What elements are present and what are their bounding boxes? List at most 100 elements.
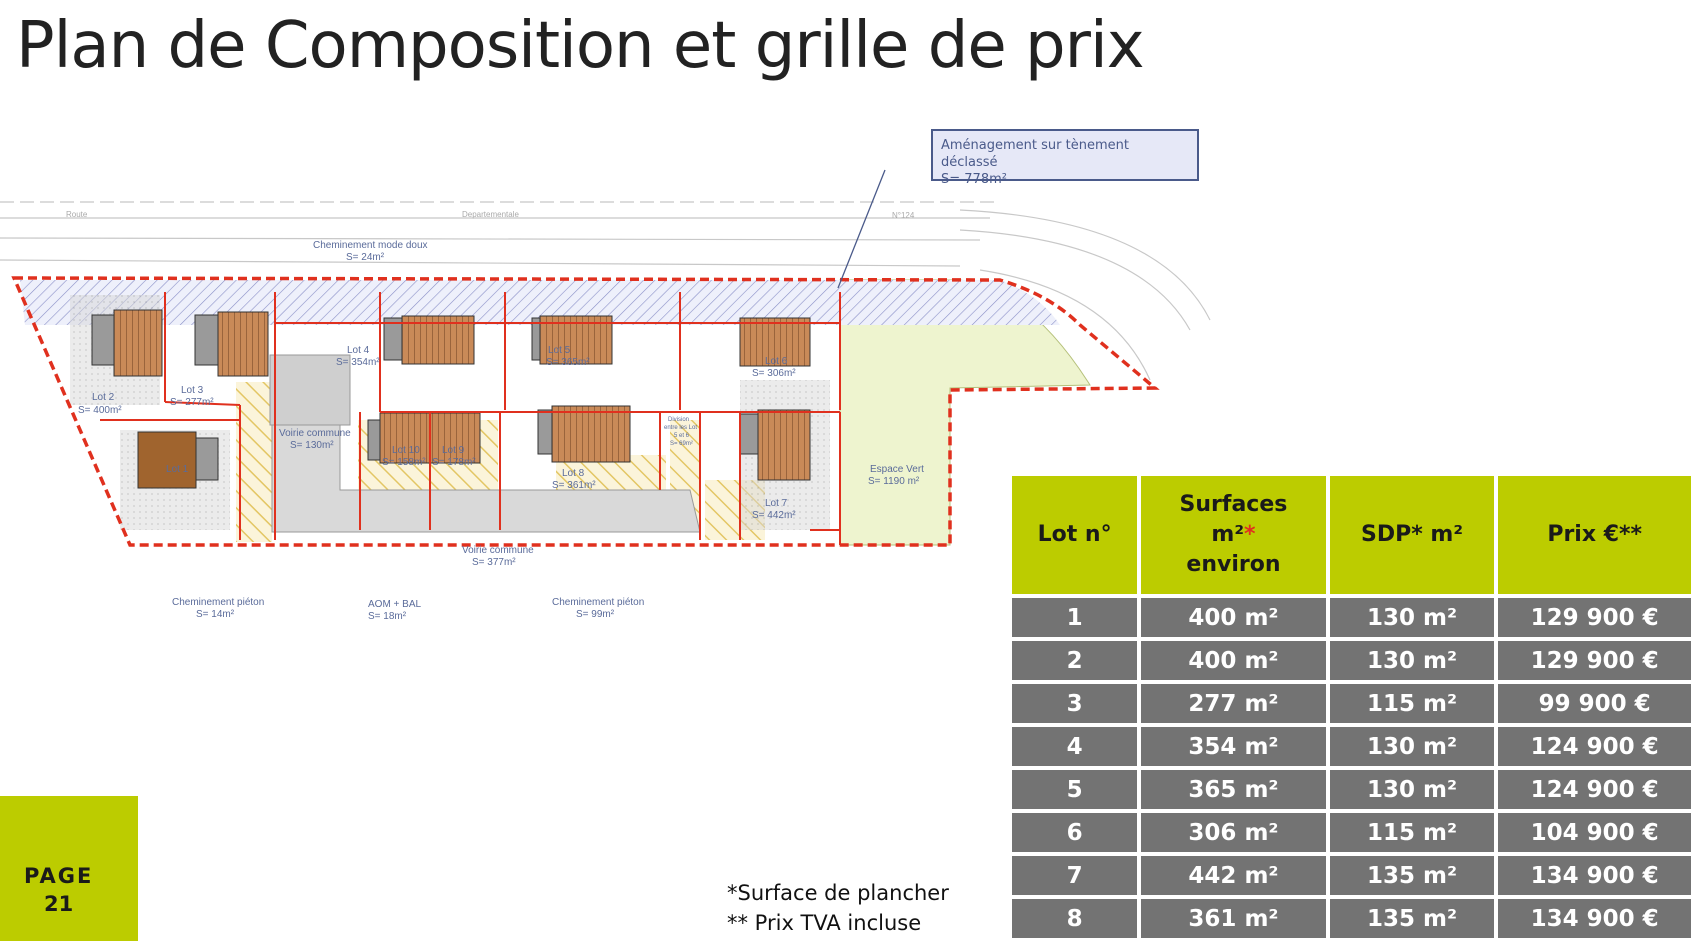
header-surfaces-line3: environ [1186, 552, 1281, 577]
cell-surface: 365 m² [1141, 770, 1326, 809]
table-row: 2 400 m² 130 m² 129 900 € [1012, 641, 1691, 680]
cell-lot: 7 [1012, 856, 1138, 895]
label-espace-vert: Espace Vert [870, 464, 924, 475]
footnotes: *Surface de plancher ** Prix TVA incluse [727, 878, 949, 938]
road-number: N°124 [892, 211, 915, 220]
page-badge: PAGE 21 [0, 796, 138, 941]
label-div3: 5 et 6 [674, 433, 690, 439]
label-espace-vert-s: S= 1190 m² [868, 476, 920, 487]
header-surfaces-line2: m²* [1147, 520, 1320, 550]
table-row: 6 306 m² 115 m² 104 900 € [1012, 813, 1691, 852]
label-lot8: Lot 8 [562, 468, 585, 479]
road-label: Route [66, 210, 88, 219]
header-lot: Lot n° [1012, 476, 1138, 594]
table-row: 3 277 m² 115 m² 99 900 € [1012, 684, 1691, 723]
label-chem-p2: Cheminement piéton [552, 597, 644, 608]
label-aom-s: S= 18m² [368, 611, 407, 622]
label-voirie2-s: S= 377m² [472, 557, 516, 568]
footnote-sdp: *Surface de plancher [727, 881, 949, 905]
label-lot8-s: S= 361m² [552, 480, 596, 491]
cell-prix: 134 900 € [1498, 856, 1691, 895]
label-chem-p2-s: S= 99m² [576, 609, 615, 620]
label-lot3: Lot 3 [181, 385, 204, 396]
table-row: 1 400 m² 130 m² 129 900 € [1012, 598, 1691, 637]
page-number: 21 [44, 892, 74, 916]
cell-sdp: 135 m² [1329, 856, 1495, 895]
cell-lot: 6 [1012, 813, 1138, 852]
cell-lot: 2 [1012, 641, 1138, 680]
cell-sdp: 115 m² [1329, 813, 1495, 852]
label-lot7-s: S= 442m² [752, 510, 796, 521]
page-title: Plan de Composition et grille de prix [16, 9, 1145, 83]
cell-surface: 306 m² [1141, 813, 1326, 852]
footnote-tva: ** Prix TVA incluse [727, 911, 922, 935]
lot-boundaries [100, 292, 841, 545]
label-lot10: Lot 10 [392, 445, 420, 456]
cell-lot: 3 [1012, 684, 1138, 723]
hatched-strip [20, 280, 1060, 325]
cell-surface: 277 m² [1141, 684, 1326, 723]
label-aom: AOM + BAL [368, 599, 422, 610]
cell-surface: 400 m² [1141, 598, 1326, 637]
cell-sdp: 115 m² [1329, 684, 1495, 723]
table-row: 8 361 m² 135 m² 134 900 € [1012, 899, 1691, 938]
cell-prix: 129 900 € [1498, 598, 1691, 637]
page-word: PAGE [24, 864, 94, 888]
label-lot5-s: S= 365m² [546, 357, 590, 368]
label-lot6: Lot 6 [765, 356, 788, 367]
label-lot7: Lot 7 [765, 498, 788, 509]
cell-surface: 354 m² [1141, 727, 1326, 766]
label-lot2: Lot 2 [92, 392, 115, 403]
label-lot5: Lot 5 [548, 345, 571, 356]
label-div4: S= 69m² [670, 441, 693, 447]
label-div2: entre les Lot [664, 425, 697, 431]
cell-surface: 442 m² [1141, 856, 1326, 895]
cell-surface: 361 m² [1141, 899, 1326, 938]
label-voirie1: Voirie commune [279, 428, 351, 439]
price-table: Lot n° Surfaces m²* environ SDP* m² Prix… [1008, 472, 1695, 942]
cell-lot: 1 [1012, 598, 1138, 637]
label-chem-doux-s: S= 24m² [346, 252, 385, 263]
cell-lot: 4 [1012, 727, 1138, 766]
label-lot2-s: S= 400m² [78, 405, 122, 416]
label-lot4-s: S= 354m² [336, 357, 380, 368]
site-plan: Route Departementale N°124 [0, 169, 1211, 622]
table-row: 5 365 m² 130 m² 124 900 € [1012, 770, 1691, 809]
road-label-2: Departementale [462, 210, 519, 219]
label-lot9: Lot 9 [442, 445, 465, 456]
table-row: 4 354 m² 130 m² 124 900 € [1012, 727, 1691, 766]
callout-box: Aménagement sur tènement déclassé S= 778… [931, 129, 1199, 187]
table-header-row: Lot n° Surfaces m²* environ SDP* m² Prix… [1012, 476, 1691, 594]
site-boundary [11, 276, 1160, 547]
header-prix: Prix €** [1498, 476, 1691, 594]
label-lot4: Lot 4 [347, 345, 370, 356]
callout-line1: Aménagement sur tènement déclassé [941, 138, 1129, 170]
cell-prix: 124 900 € [1498, 770, 1691, 809]
label-chem-doux: Cheminement mode doux [313, 240, 428, 251]
cell-prix: 99 900 € [1498, 684, 1691, 723]
label-chem-p1: Cheminement piéton [172, 597, 264, 608]
table-row: 7 442 m² 135 m² 134 900 € [1012, 856, 1691, 895]
cell-lot: 5 [1012, 770, 1138, 809]
cell-sdp: 130 m² [1329, 770, 1495, 809]
cell-lot: 8 [1012, 899, 1138, 938]
header-sdp: SDP* m² [1329, 476, 1495, 594]
cell-surface: 400 m² [1141, 641, 1326, 680]
cell-sdp: 130 m² [1329, 641, 1495, 680]
cell-sdp: 130 m² [1329, 598, 1495, 637]
road-lines [0, 201, 1211, 381]
label-lot3-s: S= 277m² [170, 397, 214, 408]
cell-sdp: 135 m² [1329, 899, 1495, 938]
header-surfaces-line1: Surfaces [1179, 492, 1288, 517]
callout-line2: S= 778m² [941, 172, 1007, 187]
label-voirie1-s: S= 130m² [290, 440, 334, 451]
cell-prix: 104 900 € [1498, 813, 1691, 852]
header-surfaces-asterisk: * [1243, 522, 1256, 547]
cell-prix: 124 900 € [1498, 727, 1691, 766]
header-surfaces-unit: m² [1211, 522, 1244, 547]
label-lot9-s: S= 178m² [432, 457, 476, 468]
label-chem-p1-s: S= 14m² [196, 609, 235, 620]
header-surfaces: Surfaces m²* environ [1141, 476, 1326, 594]
label-voirie2: Voirie commune [462, 545, 534, 556]
cell-sdp: 130 m² [1329, 727, 1495, 766]
